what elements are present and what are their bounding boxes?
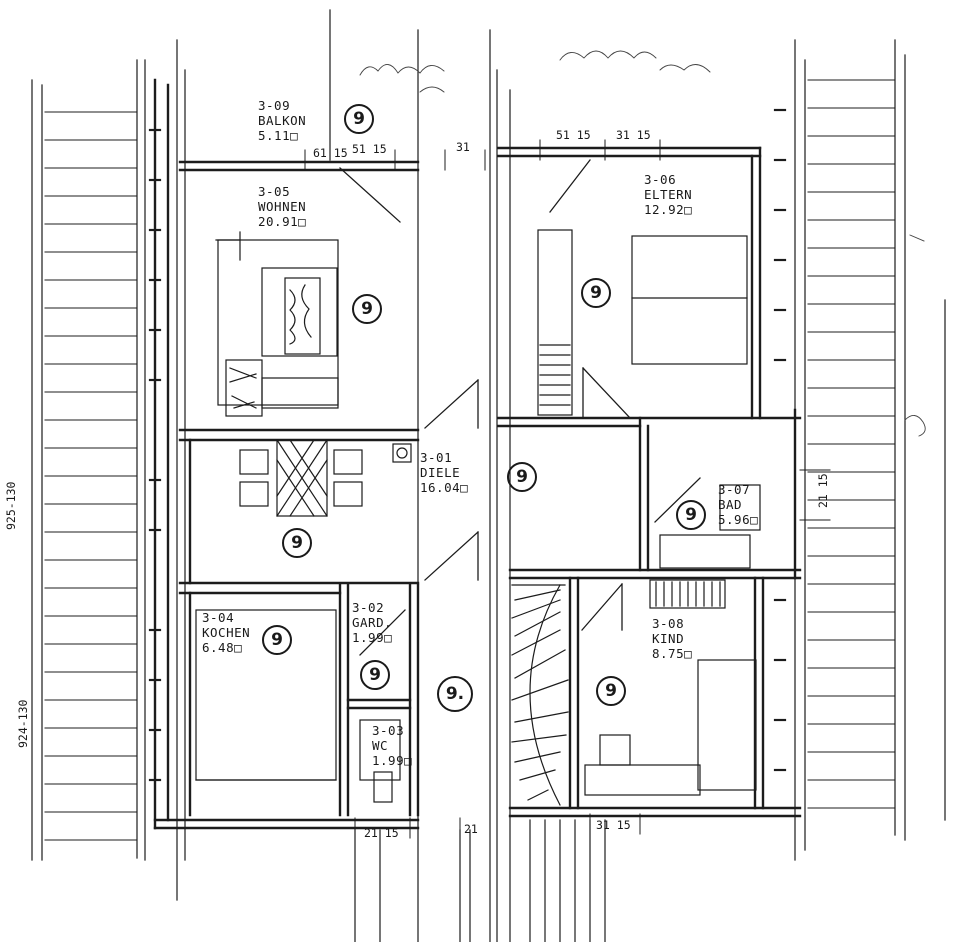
room-marker-corridor: 9. [437, 676, 473, 712]
room-marker-eltern: 9 [581, 278, 611, 308]
room-area: 12.92□ [644, 202, 693, 217]
room-name: ELTERN [644, 187, 693, 202]
room-label-3-05: 3-05 WOHNEN 20.91□ [258, 184, 306, 229]
room-marker-diele-right: 9 [507, 462, 537, 492]
dimension-label: 31 [456, 140, 470, 154]
dimension-label: 21 [464, 822, 478, 836]
room-name: WOHNEN [258, 199, 307, 214]
dimension-label-vertical: 925-130 [4, 481, 18, 530]
room-name: BALKON [258, 113, 307, 128]
room-label-3-07: 3-07 BAD 5.96□ [718, 482, 758, 527]
dimension-label: 51 15 [556, 128, 591, 142]
room-marker-gard: 9 [360, 660, 390, 690]
room-name: DIELE [420, 465, 461, 480]
room-label-3-09: 3-09 BALKON 5.11□ [258, 98, 306, 143]
room-area: 16.04□ [420, 480, 469, 495]
room-marker-wohnen: 9 [352, 294, 382, 324]
room-label-3-03: 3-03 WC 1.99□ [372, 723, 412, 768]
room-name: KIND [652, 631, 685, 646]
room-area: 20.91□ [258, 214, 307, 229]
room-area: 5.96□ [718, 512, 759, 527]
room-number: 3-09 [258, 98, 291, 113]
room-number: 3-01 [420, 450, 453, 465]
room-number: 3-02 [352, 600, 385, 615]
room-name: BAD [718, 497, 743, 512]
room-marker-balkon: 9 [344, 104, 374, 134]
room-name: GARD. [352, 615, 393, 630]
room-marker-diele-left: 9 [282, 528, 312, 558]
room-marker-bad: 9 [676, 500, 706, 530]
room-label-3-04: 3-04 KOCHEN 6.48□ [202, 610, 250, 655]
dimension-label: 31 15 [596, 818, 631, 832]
room-marker-kochen: 9 [262, 625, 292, 655]
room-number: 3-08 [652, 616, 685, 631]
room-area: 1.99□ [372, 753, 413, 768]
room-number: 3-04 [202, 610, 235, 625]
room-number: 3-03 [372, 723, 405, 738]
dimension-label: 31 15 [616, 128, 651, 142]
room-number: 3-05 [258, 184, 291, 199]
dimension-label-vertical: 21 15 [816, 473, 830, 508]
room-area: 1.99□ [352, 630, 393, 645]
room-area: 6.48□ [202, 640, 243, 655]
room-name: KOCHEN [202, 625, 251, 640]
room-label-3-08: 3-08 KIND 8.75□ [652, 616, 692, 661]
room-number: 3-07 [718, 482, 751, 497]
dimension-label: 21 15 [364, 826, 399, 840]
room-label-3-06: 3-06 ELTERN 12.92□ [644, 172, 692, 217]
room-label-3-01: 3-01 DIELE 16.04□ [420, 450, 468, 495]
dimension-label: 51 15 [352, 142, 387, 156]
room-area: 5.11□ [258, 128, 299, 143]
room-marker-kind: 9 [596, 676, 626, 706]
dimension-label: 61 15 [313, 146, 348, 160]
room-label-3-02: 3-02 GARD. 1.99□ [352, 600, 392, 645]
room-number: 3-06 [644, 172, 677, 187]
dimension-label-vertical: 924-130 [16, 699, 30, 748]
room-name: WC [372, 738, 389, 753]
room-area: 8.75□ [652, 646, 693, 661]
